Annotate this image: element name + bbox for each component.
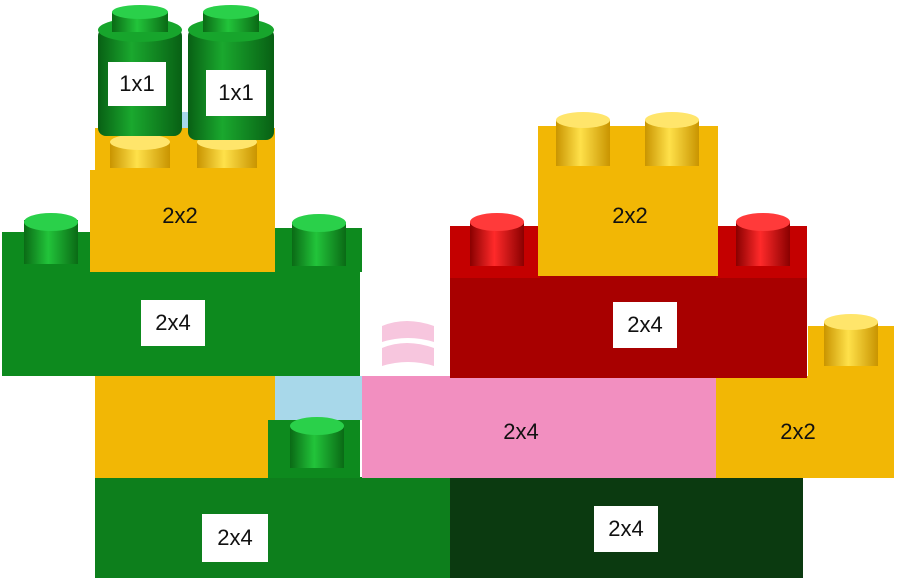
brick-yellow-lower-left <box>95 376 275 478</box>
label-green-1x1-right: 1x1 <box>206 70 266 116</box>
pink-stud-icon <box>382 321 434 366</box>
label-yellow-2x2-top-left: 2x2 <box>140 198 220 234</box>
background-gap-left <box>268 376 363 420</box>
label-green-2x4-bottom: 2x4 <box>202 514 268 562</box>
label-yellow-2x2-right: 2x2 <box>758 414 838 450</box>
brick-yellow-2x2-top-right <box>538 112 718 276</box>
green-stud-icon <box>268 417 360 478</box>
label-red-2x4: 2x4 <box>613 302 677 348</box>
label-yellow-2x2-top-right: 2x2 <box>590 198 670 234</box>
yellow-stud-icon <box>824 314 878 366</box>
label-dark-green-2x4-bottom: 2x4 <box>594 506 658 552</box>
label-green-1x1-left: 1x1 <box>108 62 166 106</box>
brick-green-2x4-bottom <box>95 477 455 578</box>
label-green-2x4-upper-left: 2x4 <box>141 300 205 346</box>
label-pink-2x4: 2x4 <box>481 414 561 450</box>
